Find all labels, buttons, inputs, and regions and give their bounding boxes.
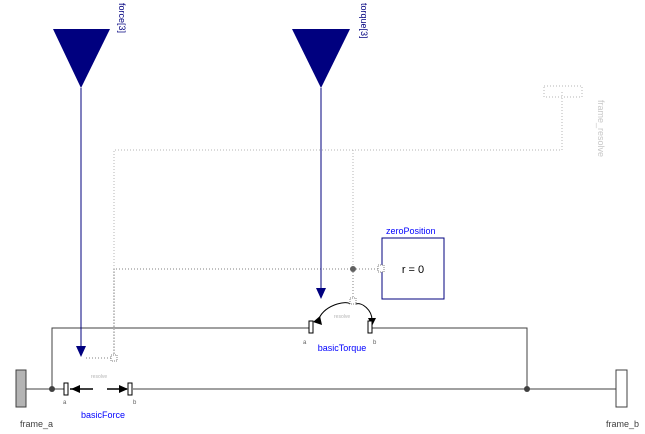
zero-position-box [381,237,445,300]
basic-torque-b-label: b [373,340,377,346]
basic-force-resolve-label: resolve [91,374,107,380]
zero-position-equation: r = 0 [402,264,424,276]
resolve-junction-dot [350,266,356,272]
torque-input[interactable]: torque[3] [292,3,369,88]
torque-input-triangle-icon [292,29,350,88]
basic-torque-a-label: a [303,340,307,346]
basic-torque-name: basicTorque [318,343,367,353]
basic-force-port-a[interactable] [63,382,69,396]
force-arrow-icon [76,346,86,357]
zero-position-name: zeroPosition [386,226,436,236]
torque-arrow-icon [316,288,326,299]
junction-dot-b [524,386,530,392]
frame-b-box [615,369,628,408]
zero-position-block[interactable]: zeroPosition r = 0 [377,226,445,300]
resolve-connections [113,92,563,358]
basic-torque-resolve-port[interactable] [349,297,357,305]
zero-position-port[interactable] [377,264,385,273]
basic-force-block[interactable]: resolve a b basicForce [63,354,137,420]
torque-b-connection [371,327,528,389]
force-input-triangle-icon [53,29,110,88]
torque-a-connection [51,327,310,389]
junction-dot-a [49,386,55,392]
zero-position-connections [113,268,381,358]
torque-input-label: torque[3] [359,3,369,39]
basic-torque-block[interactable]: resolve a b basicTorque [303,297,377,353]
basic-force-resolve-port[interactable] [110,354,118,362]
frame-b-label: frame_b [606,419,639,429]
basic-force-a-label: a [63,400,67,406]
basic-torque-resolve-label: resolve [334,314,350,320]
basic-force-port-b[interactable] [127,382,133,396]
frame-resolve-connector[interactable] [543,85,583,98]
force-input-label: force[3] [117,3,127,33]
force-input[interactable]: force[3] [53,3,127,88]
basic-force-b-label: b [133,400,137,406]
frame-a-connector[interactable]: frame_a [15,369,53,429]
basic-torque-port-b[interactable] [367,320,373,334]
mechanical-connections [26,327,616,390]
basic-force-name: basicForce [81,410,125,420]
frame-a-box [15,369,27,408]
torque-arc-arrow-left-icon [313,316,322,325]
force-arrow-left-icon [71,385,80,393]
frame-b-connector[interactable]: frame_b [606,369,639,429]
frame-a-label: frame_a [20,419,53,429]
torque-arc-right [355,303,373,321]
basic-torque-port-a[interactable] [308,320,314,334]
force-arrow-right-icon [119,385,128,393]
frame-resolve-line [113,92,563,358]
frame-resolve-label: frame_resolve [596,100,606,157]
